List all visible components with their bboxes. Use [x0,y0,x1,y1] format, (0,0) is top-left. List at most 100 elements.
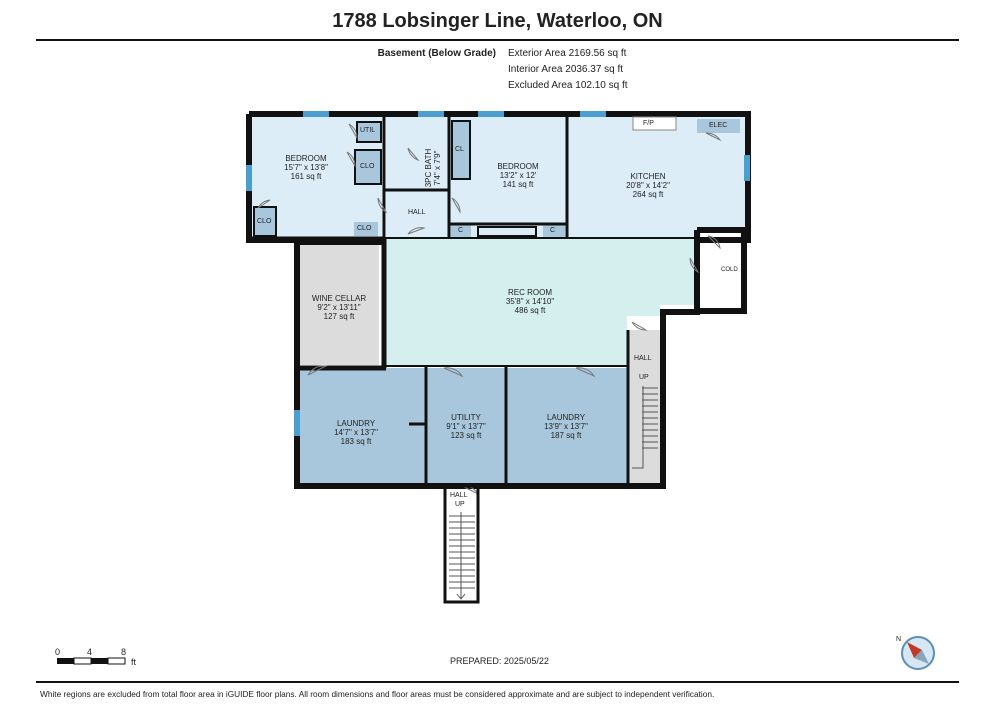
room-dimensions: 20'8" x 14'2" [626,181,670,190]
fireplace [632,116,677,131]
scale-seg [107,657,126,665]
cold-room-fill [701,232,740,308]
room-dimensions: 35'8" x 14'10" [505,297,555,306]
top-rule [36,39,959,41]
window [303,111,329,117]
door-swing [631,321,648,331]
exterior-area: Exterior Area 2169.56 sq ft [508,48,627,59]
scale-tick-0: 0 [55,647,61,657]
room-area: 141 sq ft [502,180,534,189]
stairs-up [632,386,658,469]
closet-outlines [253,120,537,237]
area-summary: Exterior Area 2169.56 sq ft Interior Are… [508,46,628,94]
excluded-area: Excluded Area 102.10 sq ft [508,80,628,91]
clo-label: CLO [257,218,272,225]
room-fills [250,117,745,600]
door-swing [407,147,420,162]
door-swing [346,151,356,168]
window [246,165,252,191]
room-dimensions: 13'2" x 12' [499,171,537,180]
room-area: 187 sq ft [550,431,582,440]
window [580,111,606,117]
room-name: LAUNDRY [546,413,586,422]
door-swing [407,227,426,235]
room-area: 183 sq ft [340,437,372,446]
outer-wall-right-lower [246,114,700,489]
util-closet-outline [356,121,382,143]
compass-needle [907,642,922,658]
clo-closet-2-fill [254,207,276,236]
door-swing [307,365,328,376]
hall-upper-fill [386,189,450,237]
room-name: BEDROOM [497,162,539,171]
room-bedroom-2: BEDROOM 13'2" x 12' 141 sq ft [482,162,554,189]
door-swing [257,199,271,209]
room-name: REC ROOM [508,288,552,297]
cold-label: COLD [721,267,738,273]
scale-bar [57,657,126,665]
door-swing [575,367,596,378]
stairs-lower [443,484,480,604]
clo-closet-2-outline [253,206,277,237]
kitchen-fill [567,117,745,237]
room-name: BEDROOM [285,154,327,163]
plan-title: 1788 Lobsinger Line, Waterloo, ON [332,10,663,32]
c-closet-2-fill [543,225,565,237]
door-swing [377,197,388,214]
hall-label: HALL [450,492,468,499]
room-area: 264 sq ft [632,190,664,199]
scale-tick-8: 8 [121,647,127,657]
room-name: UTILITY [451,413,481,422]
scale-unit: ft [131,657,137,667]
door-swing [443,367,464,378]
up-label: UP [455,501,465,508]
level-label: Basement (Below Grade) [377,48,496,59]
laundry-1-fill [299,368,426,483]
utility-fill [426,368,506,483]
door-swing [689,257,700,274]
scale-tick-4: 4 [87,647,93,657]
compass-needle-tail [914,650,929,664]
clo-label: CLO [357,225,372,232]
outer-wall-cold [697,227,747,314]
wine-cellar-fill [299,245,379,365]
scale-seg [73,657,92,665]
room-dimensions: 15'7" x 13'8" [284,163,328,172]
scale-seg [57,658,74,664]
cl-closet-fill [452,121,470,179]
door-swings [257,123,722,496]
room-dimensions: 7'4" x 7'9" [433,150,442,186]
room-name: WINE CELLAR [311,294,367,303]
room-laundry-2: LAUNDRY 13'9" x 13'7" 187 sq ft [530,413,602,440]
room-bedroom-1: BEDROOM 15'7" x 13'8" 161 sq ft [270,154,342,181]
room-name: KITCHEN [630,172,666,181]
window [294,410,300,436]
c-closet-1-fill [451,225,471,237]
room-wine-cellar: WINE CELLAR 9'2" x 13'11" 127 sq ft [302,294,376,321]
c-label: C [458,227,464,234]
room-dimensions: 9'2" x 13'11" [317,303,361,312]
rec-room-fill [386,237,694,365]
window [478,111,504,117]
stair-arrow [632,386,644,469]
c-label: C [550,227,556,234]
up-label: UP [639,374,649,381]
clo-label: CLO [360,163,375,170]
elec-fill [697,119,740,133]
util-label: UTIL [360,127,376,134]
elec-label: ELEC [709,122,728,129]
room-name: LAUNDRY [336,419,376,428]
prepared-date: PREPARED: 2025/05/22 [450,656,549,666]
stair-arrowhead [456,593,466,600]
room-name: 3PC BATH [424,148,433,188]
bath-fill [386,117,450,189]
room-kitchen: KITCHEN 20'8" x 14'2" 264 sq ft [612,172,684,199]
hall-label: HALL [408,209,426,216]
stair-outline [443,484,480,604]
scale-seg [91,658,108,664]
laundry-2-fill [506,368,628,483]
door-swing [451,197,461,214]
windows [246,111,750,436]
door-swing [705,132,722,142]
